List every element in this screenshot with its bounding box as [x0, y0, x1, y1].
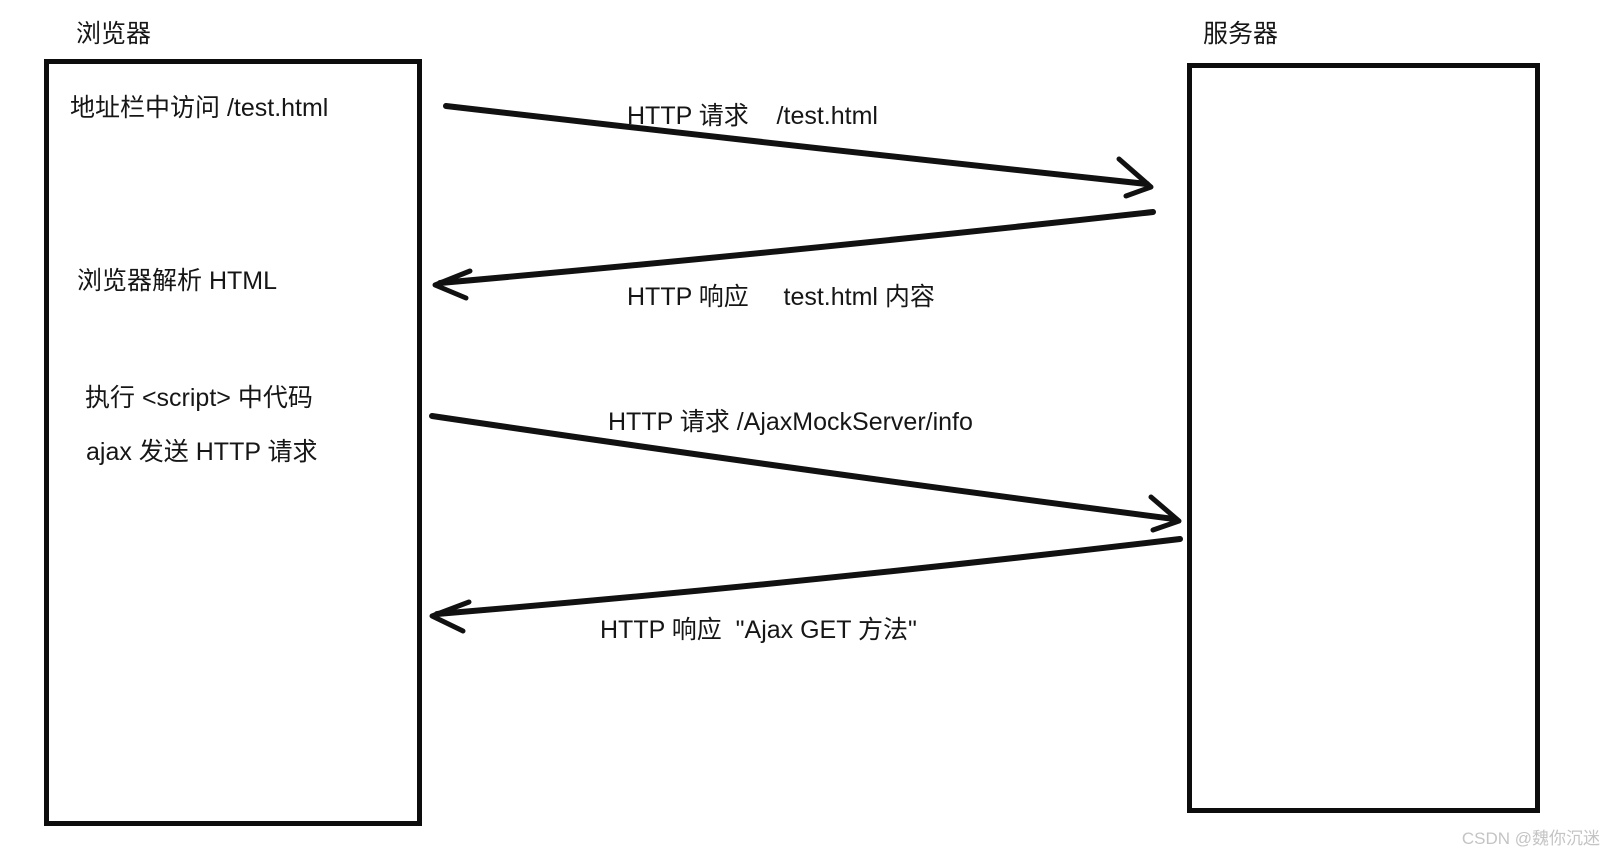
- watermark: CSDN @魏你沉迷: [1461, 829, 1600, 848]
- browser-step-parse-html: 浏览器解析 HTML: [77, 267, 278, 295]
- message-label-http-response-ajax: HTTP 响应 "Ajax GET 方法": [600, 616, 917, 644]
- message-label-http-request-ajax: HTTP 请求 /AjaxMockServer/info: [608, 408, 973, 436]
- browser-step-address-bar: 地址栏中访问 /test.html: [70, 94, 329, 122]
- server-lifeline-box: [1187, 63, 1540, 813]
- arrowhead-left-icon: [429, 599, 472, 634]
- arrowhead-right-icon: [1116, 156, 1154, 199]
- arrow-line: [434, 536, 1183, 617]
- message-label-http-request-test-html: HTTP 请求 /test.html: [627, 102, 878, 130]
- server-title: 服务器: [1203, 20, 1279, 48]
- browser-step-ajax-send: ajax 发送 HTTP 请求: [86, 438, 318, 466]
- message-label-http-response-test-html: HTTP 响应 test.html 内容: [627, 283, 935, 311]
- arrowhead-left-icon: [432, 268, 473, 301]
- browser-title: 浏览器: [76, 20, 152, 48]
- browser-step-run-script: 执行 <script> 中代码: [85, 384, 313, 412]
- browser-lifeline-box: [44, 59, 422, 826]
- arrowhead-right-icon: [1148, 494, 1182, 533]
- arrow-line: [437, 209, 1156, 286]
